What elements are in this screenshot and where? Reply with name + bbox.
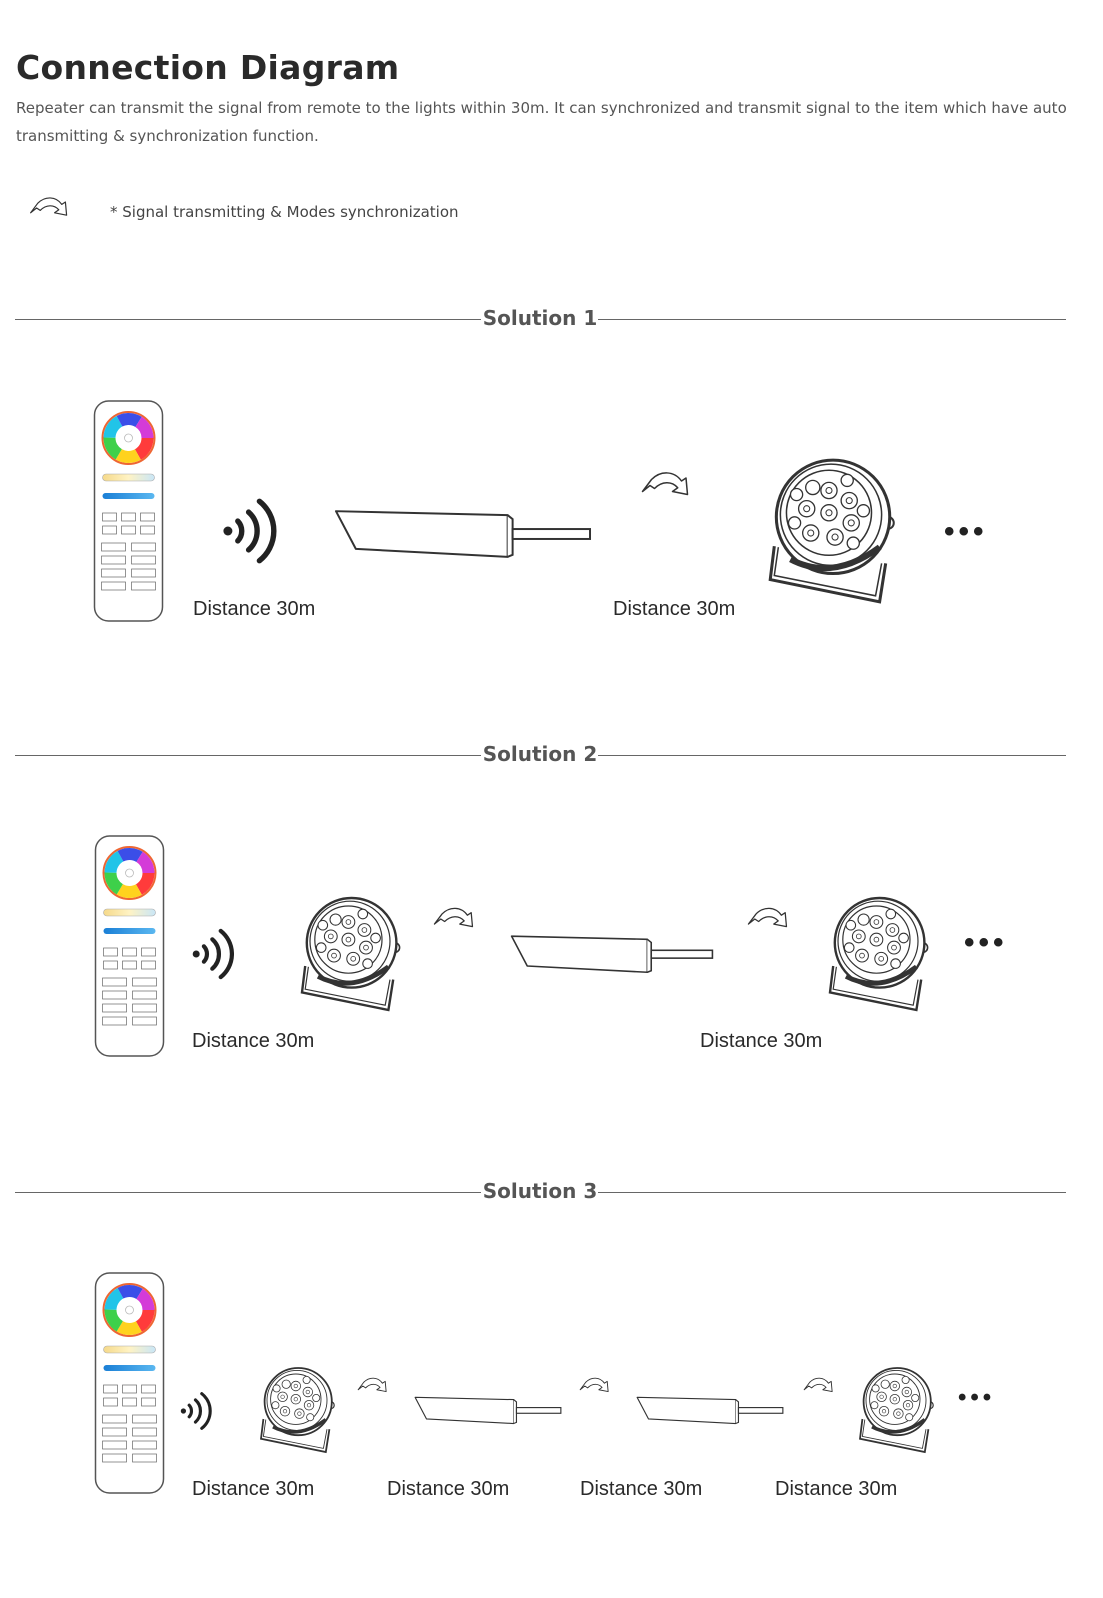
page-description: Repeater can transmit the signal from re… [16,99,1067,145]
page-title: Connection Diagram [16,48,400,87]
remote-control-icon [93,400,164,622]
sync-arrow-icon [747,907,788,928]
repeater-device-icon [334,510,592,558]
repeater-device-icon [414,1396,562,1425]
solution-2-title: Solution 2 [482,742,598,766]
remote-control-icon [93,835,166,1057]
solution-3-title: Solution 3 [482,1179,598,1203]
remote-control-icon [93,1272,166,1494]
divider-line [598,755,1066,756]
divider-line [15,755,481,756]
repeater-device-icon [510,935,714,974]
repeater-device-icon [636,1396,784,1425]
sync-arrow-icon [641,471,689,496]
distance-label: Distance 30m [193,598,316,620]
ellipsis: ••• [944,515,988,548]
distance-label: Distance 30m [775,1478,898,1500]
solution-1-title: Solution 1 [482,306,598,330]
divider-line [598,319,1066,320]
divider-line [15,319,481,320]
ellipsis: ••• [958,1384,996,1411]
spotlight-icon [760,450,902,612]
sync-arrow-icon [29,197,68,216]
distance-label: Distance 30m [700,1030,823,1052]
spotlight-icon [259,1366,337,1454]
spotlight-icon [858,1366,936,1454]
sync-arrow-icon [357,1377,387,1393]
divider-line [15,1192,481,1193]
sync-arrow-icon [579,1377,609,1393]
wireless-signal-icon [222,495,277,567]
wireless-signal-icon [180,1392,212,1430]
ellipsis: ••• [964,926,1008,959]
distance-label: Distance 30m [613,598,736,620]
sync-arrow-icon [803,1377,833,1393]
distance-label: Distance 30m [192,1478,315,1500]
spotlight-icon [294,890,406,1018]
legend-text: * Signal transmitting & Modes synchroniz… [110,203,459,221]
sync-arrow-icon [433,907,474,928]
wireless-signal-icon [192,926,234,982]
distance-label: Distance 30m [580,1478,703,1500]
distance-label: Distance 30m [192,1030,315,1052]
divider-line [598,1192,1066,1193]
spotlight-icon [822,890,934,1018]
distance-label: Distance 30m [387,1478,510,1500]
